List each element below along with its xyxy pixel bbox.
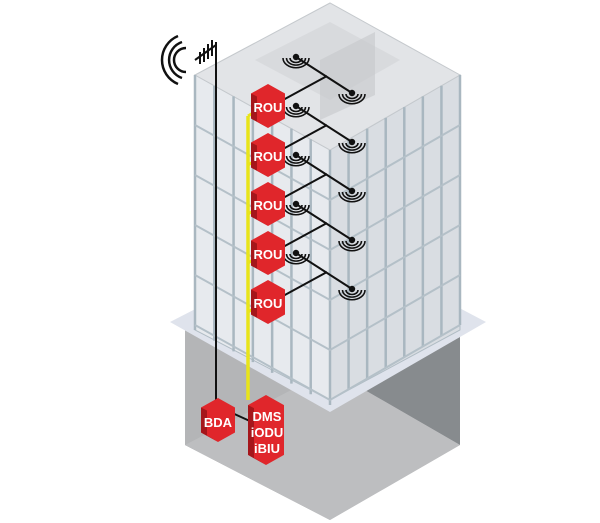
antenna-node <box>348 138 356 146</box>
rou-unit: ROU <box>251 280 285 324</box>
rou-unit: ROU <box>251 231 285 275</box>
donor-antenna-icon <box>160 34 217 402</box>
antenna-node <box>348 285 356 293</box>
rou-unit: ROU <box>251 133 285 177</box>
antenna-node <box>292 249 300 257</box>
headend-label: DMS <box>253 409 282 424</box>
floor-antenna-network <box>282 249 366 301</box>
signal-wave <box>289 253 303 260</box>
floor-line <box>194 274 461 352</box>
headend-label: iBIU <box>254 441 280 456</box>
floor-antenna-network <box>282 53 366 105</box>
antenna-node <box>292 151 300 159</box>
antenna-node <box>348 187 356 195</box>
antenna-node <box>292 102 300 110</box>
floor-antenna-network <box>282 200 366 252</box>
floor-line <box>194 124 461 202</box>
signal-wave <box>345 240 359 247</box>
signal-wave <box>285 57 307 66</box>
rou-label: ROU <box>254 247 283 262</box>
antenna-node <box>348 89 356 97</box>
rou-label: ROU <box>254 198 283 213</box>
signal-wave <box>282 57 310 69</box>
signal-wave <box>341 240 363 249</box>
headend-label: iODU <box>251 425 284 440</box>
rou-unit: ROU <box>251 182 285 226</box>
signal-wave <box>289 57 303 64</box>
signal-wave <box>289 155 303 162</box>
floor-line <box>194 324 461 402</box>
signal-wave <box>341 289 363 298</box>
signal-wave <box>345 191 359 198</box>
signal-wave <box>338 142 366 154</box>
signal-wave <box>345 142 359 149</box>
signal-wave <box>285 106 307 115</box>
signal-wave <box>285 204 307 213</box>
signal-wave <box>345 289 359 296</box>
rou-label: ROU <box>254 296 283 311</box>
signal-wave <box>338 93 366 105</box>
signal-wave <box>338 289 366 301</box>
signal-wave <box>338 240 366 252</box>
floor-line <box>194 224 461 302</box>
signal-wave <box>289 204 303 211</box>
bda-unit: BDA <box>201 398 235 442</box>
signal-wave <box>341 93 363 102</box>
antenna-node <box>292 53 300 61</box>
signal-wave <box>289 106 303 113</box>
signal-wave <box>341 191 363 200</box>
signal-wave <box>285 253 307 262</box>
signal-wave <box>285 155 307 164</box>
rou-label: ROU <box>254 100 283 115</box>
signal-wave <box>338 191 366 203</box>
bda-label: BDA <box>204 415 233 430</box>
tower <box>193 2 462 405</box>
antenna-node <box>348 236 356 244</box>
rou-unit: ROU <box>251 84 285 128</box>
signal-wave <box>341 142 363 151</box>
floor-antenna-network <box>282 151 366 203</box>
floor-line <box>194 174 461 252</box>
antenna-node <box>292 200 300 208</box>
floor-antenna-network <box>282 102 366 154</box>
signal-wave <box>345 93 359 100</box>
rou-label: ROU <box>254 149 283 164</box>
